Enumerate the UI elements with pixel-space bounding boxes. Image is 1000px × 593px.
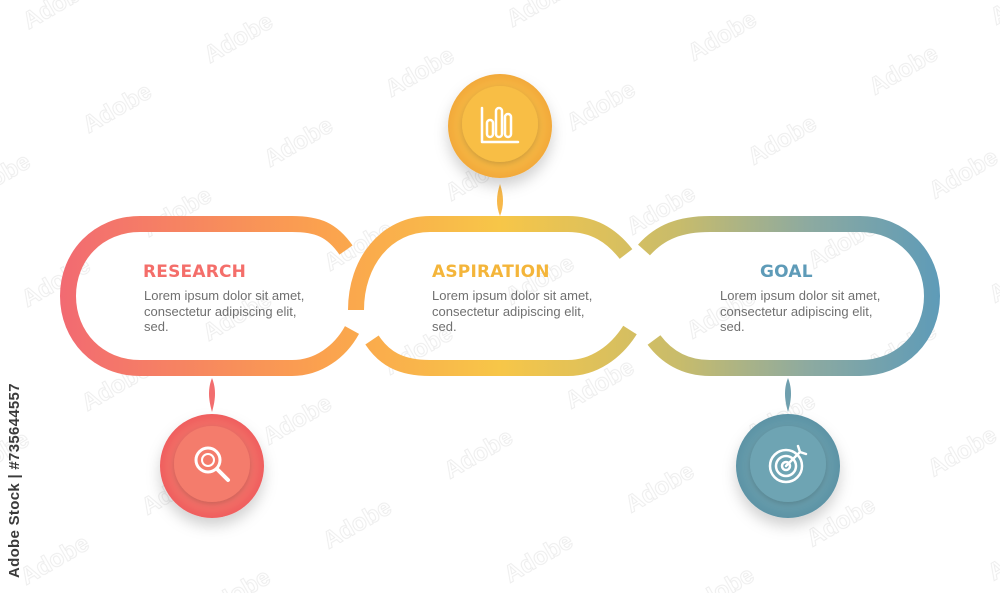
research-icon-circle (160, 414, 264, 518)
magnifier-icon (194, 446, 230, 482)
step-text-aspiration: Lorem ipsum dolor sit amet, consectetur … (432, 288, 593, 334)
ring-goal (638, 216, 941, 376)
target-icon (768, 444, 808, 484)
step-text-goal: Lorem ipsum dolor sit amet, consectetur … (720, 288, 881, 334)
chain-rings (59, 216, 941, 376)
connector-research (209, 378, 215, 412)
step-title-goal: GOAL (760, 262, 813, 282)
step-title-aspiration: ASPIRATION (432, 262, 550, 282)
bar-chart-icon (480, 106, 520, 144)
connector-goal (785, 378, 791, 412)
step-text-research: Lorem ipsum dolor sit amet, consectetur … (144, 288, 305, 334)
goal-icon-circle (736, 414, 840, 518)
ring-research (59, 216, 360, 376)
aspiration-icon-circle (448, 74, 552, 178)
ring-aspiration (365, 325, 637, 376)
ring-aspiration-top (348, 216, 633, 311)
connector-aspiration (497, 184, 503, 216)
stock-watermark-id: Adobe Stock | #735644557 (6, 383, 23, 578)
step-title-research: RESEARCH (143, 262, 247, 282)
